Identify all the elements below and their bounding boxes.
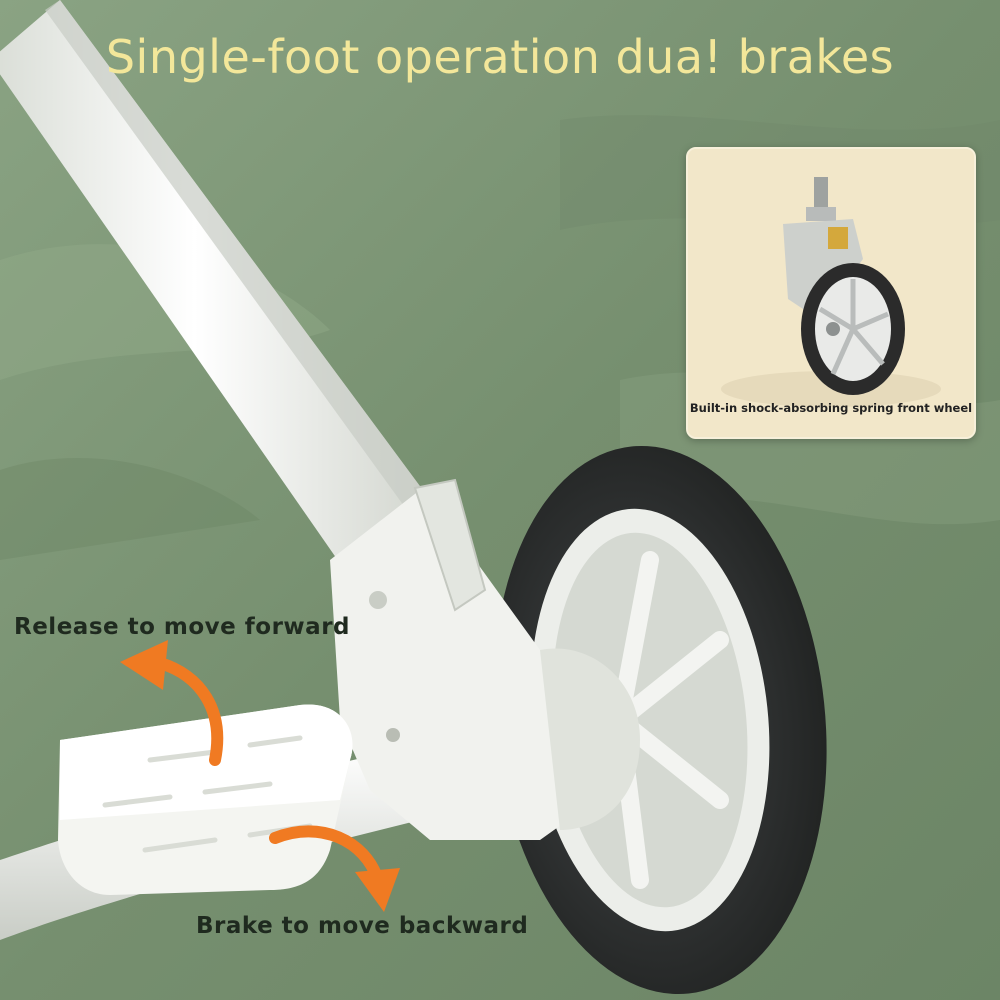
brake-arrow [269, 825, 400, 912]
headline: Single-foot operation dua! brakes [105, 30, 895, 84]
release-label: Release to move forward [14, 614, 351, 640]
brake-label: Brake to move backward [196, 913, 529, 939]
release-arrow [120, 640, 224, 766]
inset-caption: Built-in shock-absorbing spring front wh… [689, 401, 973, 415]
front-wheel-image [688, 149, 974, 437]
inset-panel: Built-in shock-absorbing spring front wh… [686, 147, 976, 439]
